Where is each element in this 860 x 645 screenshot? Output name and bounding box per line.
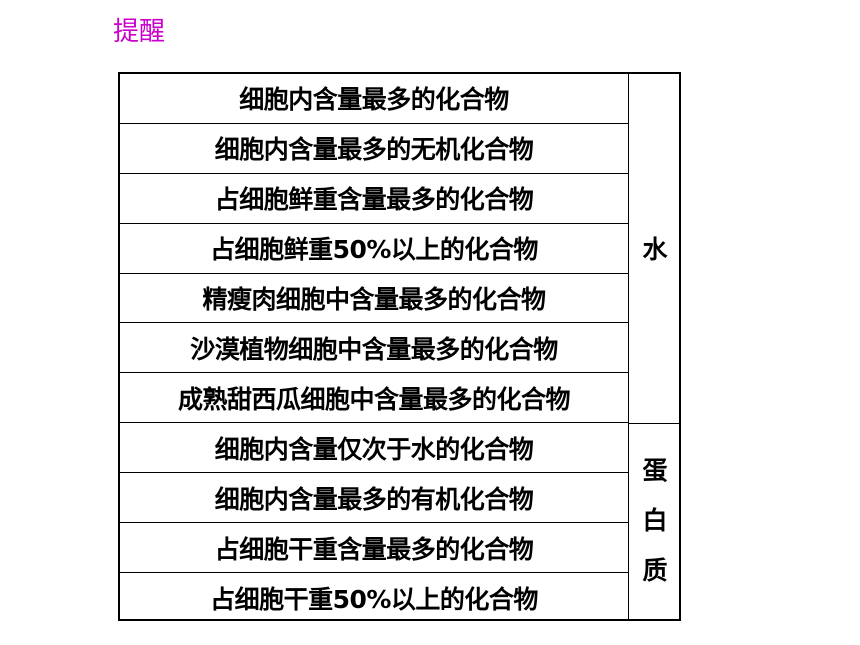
table-row: 占细胞鲜重含量最多的化合物 [120, 174, 628, 224]
table-row: 精瘦肉细胞中含量最多的化合物 [120, 274, 628, 324]
answer-char: 质 [642, 556, 668, 586]
table-row: 细胞内含量最多的无机化合物 [120, 124, 628, 174]
page-title: 提醒 [113, 17, 166, 47]
answer-char: 白 [642, 506, 668, 536]
answer-cell-protein: 蛋 白 质 [629, 424, 681, 620]
table-row: 占细胞干重50%以上的化合物 [210, 585, 538, 615]
table-row: 占细胞鲜重50%以上的化合物 [120, 224, 628, 274]
description-column: 细胞内含量最多的化合物 细胞内含量最多的无机化合物 占细胞鲜重含量最多的化合物 … [120, 74, 629, 619]
answer-text: 水 [642, 235, 668, 265]
answer-cell-water: 水 [629, 74, 681, 424]
table-row: 沙漠植物细胞中含量最多的化合物 [120, 324, 628, 374]
answer-char: 蛋 [642, 456, 668, 486]
table-row: 细胞内含量仅次于水的化合物 [120, 424, 628, 474]
table-row: 成熟甜西瓜细胞中含量最多的化合物 [120, 373, 628, 424]
table-row: 占细胞干重含量最多的化合物 [120, 523, 628, 574]
table-row: 细胞内含量最多的化合物 [120, 74, 628, 124]
compound-table: 细胞内含量最多的化合物 细胞内含量最多的无机化合物 占细胞鲜重含量最多的化合物 … [118, 72, 681, 621]
table-row: 细胞内含量最多的有机化合物 [120, 473, 628, 524]
